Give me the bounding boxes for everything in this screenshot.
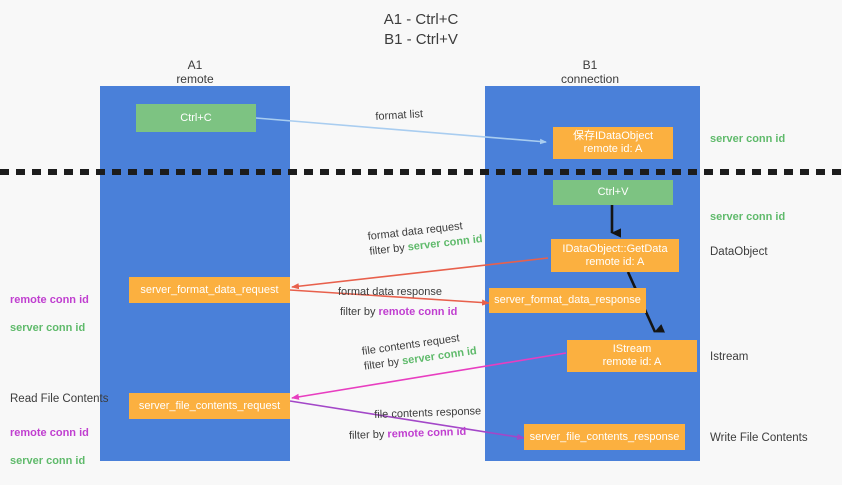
node-istream[interactable]: IStream remote id: A — [567, 340, 697, 372]
filter-prefix: filter by — [348, 428, 388, 442]
conn-id-server: server conn id — [10, 322, 86, 334]
left-label-read-file-contents: Read File Contents — [10, 393, 109, 405]
node-server-format-data-request[interactable]: server_format_data_request — [129, 277, 290, 303]
column-header-b1: B1 connection — [560, 58, 620, 86]
edge-label-format-data-response-filter: filter by remote conn id — [338, 305, 457, 320]
edge-label-file-contents-request: file contents request filter by server c… — [361, 329, 478, 375]
column-header-a1: A1 remote — [176, 58, 214, 86]
right-label-server-conn-id-mid: server conn id — [710, 211, 786, 223]
edge-label-file-contents-response: file contents response filter by remote … — [349, 404, 482, 443]
edge-label-format-data-request: format data request filter by server con… — [367, 217, 483, 260]
filter-prefix: filter by — [368, 241, 409, 258]
left-label-format-conn-ids: remote conn id server conn id — [10, 279, 89, 349]
page-title: A1 - Ctrl+C B1 - Ctrl+V — [383, 11, 459, 48]
right-label-write-file-contents: Write File Contents — [710, 432, 808, 444]
conn-id-remote: remote conn id — [387, 425, 467, 441]
node-server-format-data-response[interactable]: server_format_data_response — [489, 288, 646, 313]
filter-prefix: filter by — [340, 306, 379, 318]
edge-label-file-contents-response-filter: filter by remote conn id — [349, 424, 482, 444]
edge-label-format-list-text: format list — [375, 108, 424, 123]
left-label-file-conn-ids: remote conn id server conn id — [10, 412, 89, 482]
conn-id-remote: remote conn id — [10, 427, 89, 439]
ctrl-c-ctrl-v-divider — [0, 169, 842, 175]
edge-label-format-list: format list — [375, 107, 424, 125]
node-server-file-contents-response[interactable]: server_file_contents_response — [524, 424, 685, 450]
edge-label-file-contents-response-text: file contents response — [374, 405, 482, 421]
right-label-istream: Istream — [710, 351, 749, 363]
filter-prefix: filter by — [363, 355, 404, 373]
edge-label-format-data-response: format data response filter by remote co… — [338, 285, 457, 320]
node-save-idataobject[interactable]: 保存IDataObject remote id: A — [553, 127, 673, 159]
node-idataobject-getdata[interactable]: IDataObject::GetData remote id: A — [551, 239, 679, 272]
conn-id-remote: remote conn id — [10, 294, 89, 306]
node-server-file-contents-request[interactable]: server_file_contents_request — [129, 393, 290, 419]
right-label-server-conn-id-top: server conn id — [710, 133, 786, 145]
conn-id-server: server conn id — [10, 455, 86, 467]
conn-id-remote: remote conn id — [378, 306, 458, 318]
right-label-dataobject: DataObject — [710, 246, 768, 258]
node-ctrl-c[interactable]: Ctrl+C — [136, 104, 256, 132]
node-ctrl-v[interactable]: Ctrl+V — [553, 180, 673, 205]
edge-label-format-data-response-text: format data response — [338, 286, 442, 298]
